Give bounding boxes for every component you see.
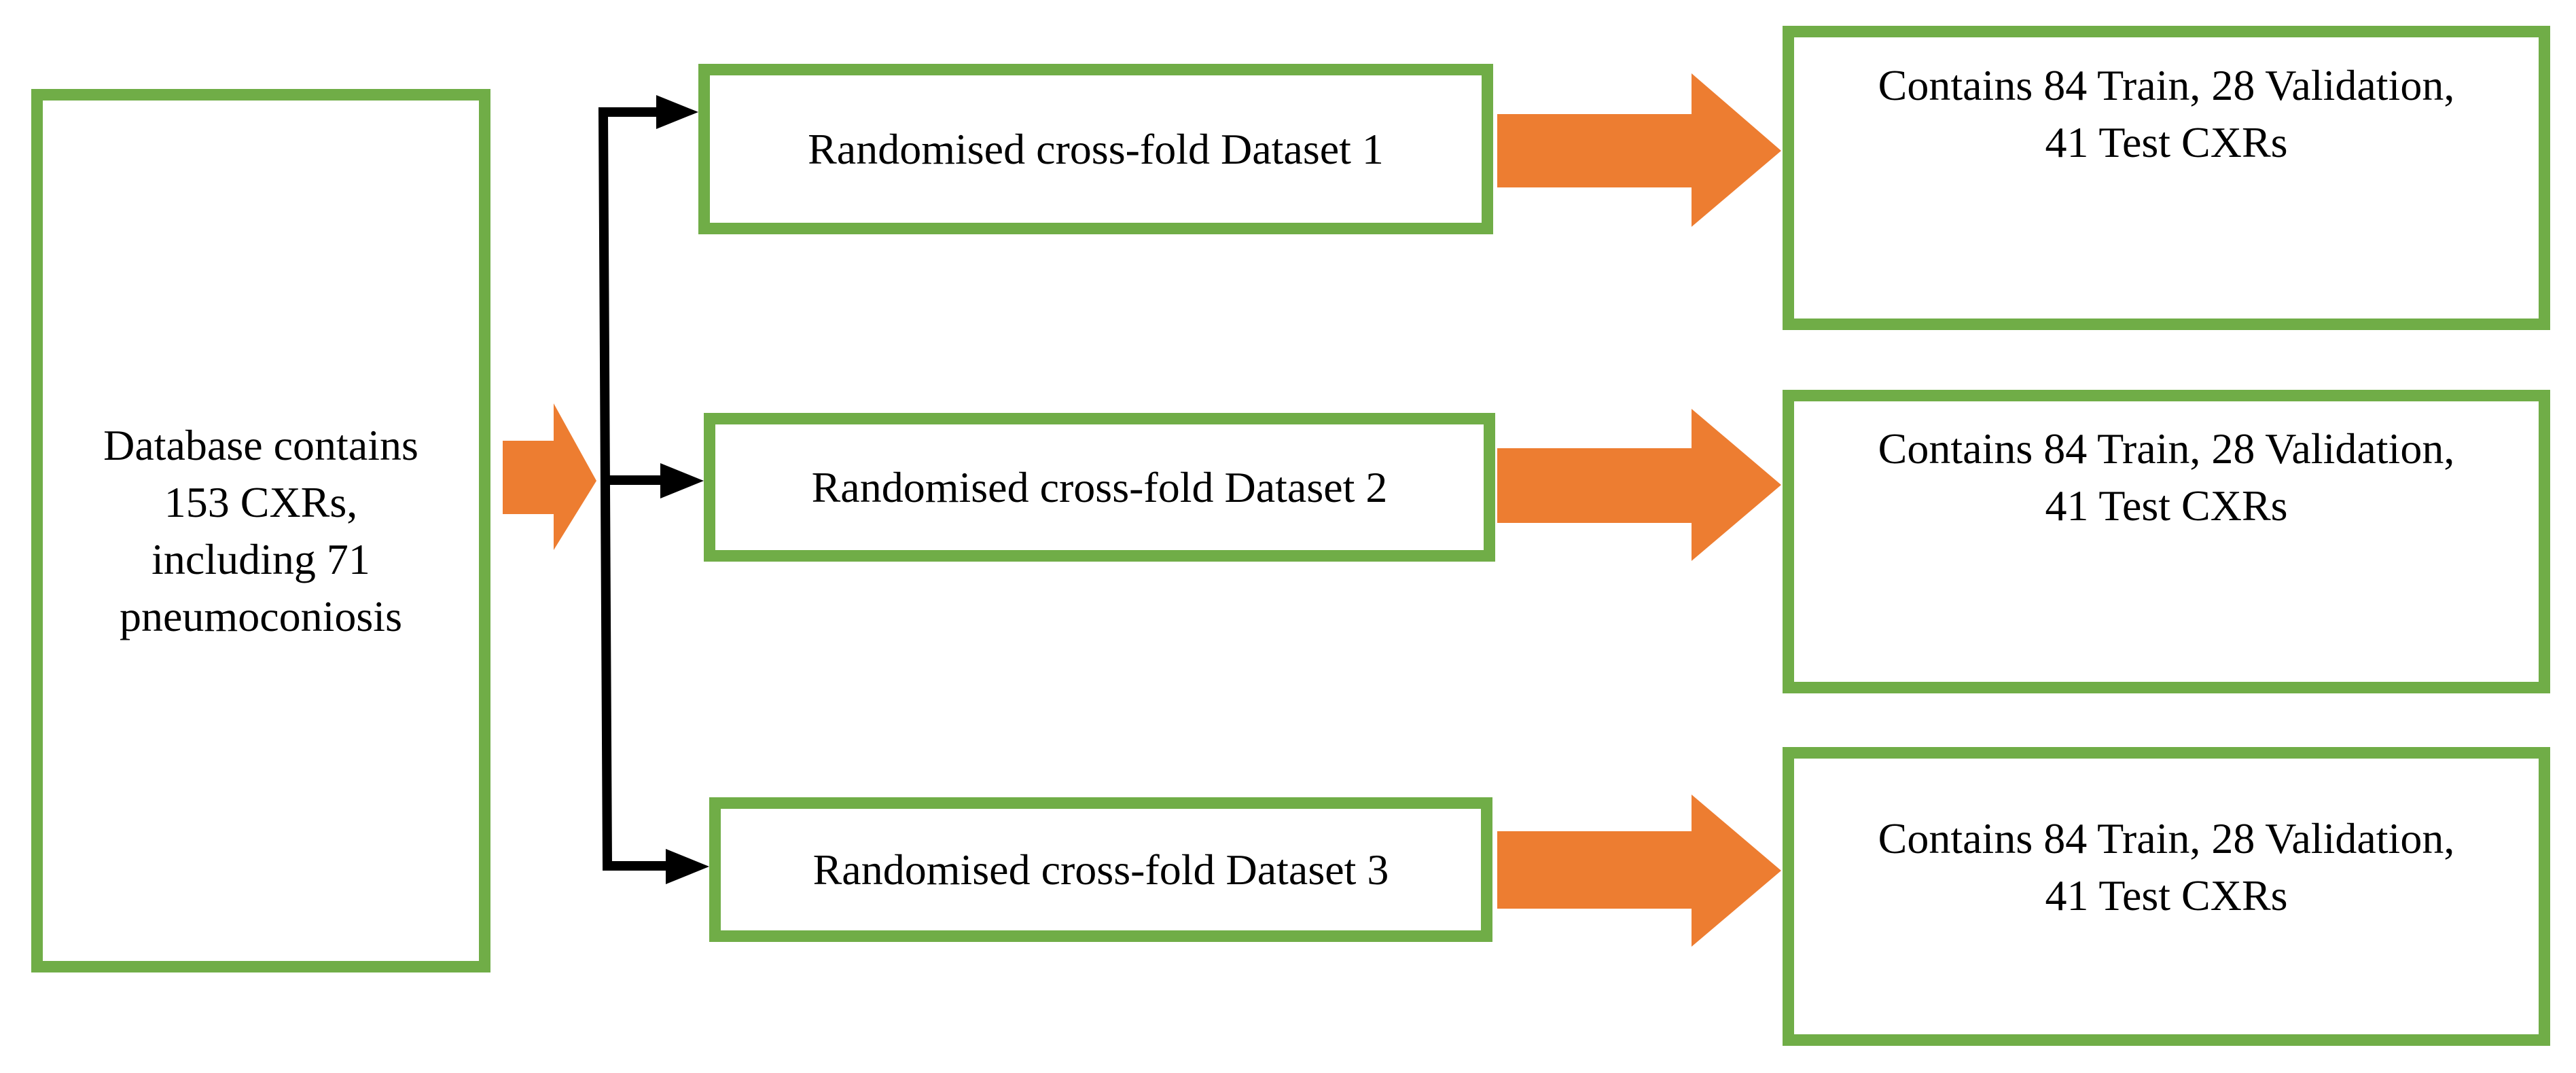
database-box: Database contains 153 CXRs, including 71…: [31, 89, 490, 972]
database-line: including 71: [151, 534, 370, 583]
dataset-box-2: Randomised cross-fold Dataset 2: [704, 413, 1495, 562]
result-line: Contains 84 Train, 28 Validation,: [1878, 61, 2455, 109]
database-line: 153 CXRs,: [164, 477, 358, 526]
block-arrow-dataset-2: [1497, 409, 1781, 561]
database-text: Database contains 153 CXRs, including 71…: [103, 417, 418, 645]
result-text-1: Contains 84 Train, 28 Validation, 41 Tes…: [1878, 57, 2455, 171]
result-text-2: Contains 84 Train, 28 Validation, 41 Tes…: [1878, 420, 2455, 534]
result-box-1: Contains 84 Train, 28 Validation, 41 Tes…: [1783, 26, 2550, 330]
result-text-3: Contains 84 Train, 28 Validation, 41 Tes…: [1878, 810, 2455, 924]
database-line: pneumoconiosis: [120, 592, 402, 640]
result-line: 41 Test CXRs: [2045, 871, 2288, 920]
block-arrow-dataset-3: [1497, 795, 1781, 947]
dataset-box-1: Randomised cross-fold Dataset 1: [698, 64, 1493, 234]
connector-arrowhead-2: [660, 463, 704, 498]
connector-arrowhead-1: [656, 95, 698, 129]
database-line: Database contains: [103, 420, 418, 469]
result-line: 41 Test CXRs: [2045, 118, 2288, 166]
result-line: Contains 84 Train, 28 Validation,: [1878, 814, 2455, 862]
result-line: 41 Test CXRs: [2045, 481, 2288, 530]
result-line: Contains 84 Train, 28 Validation,: [1878, 424, 2455, 473]
dataset-label-1: Randomised cross-fold Dataset 1: [808, 124, 1384, 173]
block-arrow-dataset-1: [1497, 73, 1781, 227]
dataset-label-2: Randomised cross-fold Dataset 2: [811, 462, 1388, 511]
result-box-2: Contains 84 Train, 28 Validation, 41 Tes…: [1783, 390, 2550, 693]
block-arrow-source: [503, 403, 596, 550]
connector-arrowhead-3: [666, 849, 709, 884]
dataset-box-3: Randomised cross-fold Dataset 3: [709, 797, 1492, 942]
dataset-label-3: Randomised cross-fold Dataset 3: [812, 845, 1389, 894]
result-box-3: Contains 84 Train, 28 Validation, 41 Tes…: [1783, 747, 2550, 1046]
